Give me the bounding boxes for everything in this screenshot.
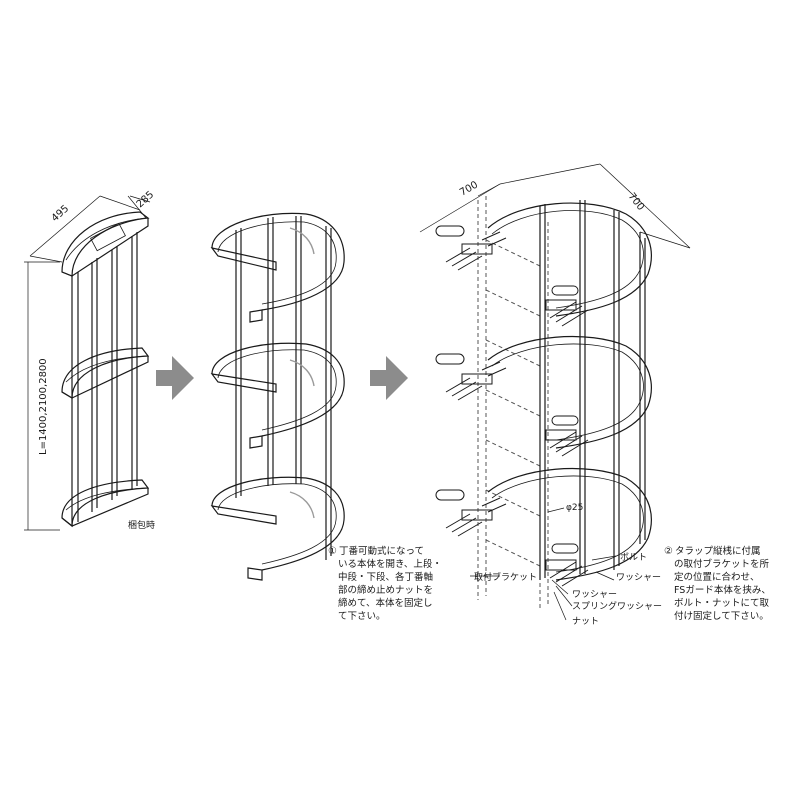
brackets-right [545,285,589,587]
step-arrow-2 [370,356,408,400]
step1-line-2: いる本体を開き、上段・ [338,559,442,570]
label-bolt: ボルト [620,552,647,563]
step1-line-6: て下さい。 [338,611,386,622]
dim-height: L=1400,2100,2800 [38,358,49,455]
label-nut: ナット [572,616,599,627]
step2-line-3: 定の位置に合わせ、 [674,572,760,583]
dimension-lines-packed [24,195,151,531]
step2-line-6: 付け固定して下さい。 [674,611,769,622]
figure-packed [61,211,150,528]
step2-line-1: タラップ縦桟に付属 [674,546,761,557]
ladder-stringers [477,196,549,610]
label-washer-right: ワッシャー [616,573,661,583]
step2-line-5: ボルト・ナットにて取 [674,598,770,609]
brackets-left [435,225,507,537]
step1-line-1: 丁番可動式になって [338,546,424,557]
dim-width-left: 700 [458,180,480,199]
label-bracket: 取付ブラケット [474,571,537,583]
label-pipe-dia: φ25 [566,503,583,513]
figure-installed [487,200,652,581]
step1-line-4: 部の締め止めナットを [338,585,434,596]
label-washer: ワッシャー [572,590,617,600]
dimension-lines-installed [419,163,691,249]
dim-width-small: 285 [135,189,157,210]
label-spring-washer: スプリングワッシャー [572,600,662,612]
dim-depth-small: 495 [50,203,72,224]
step1-number: ① [328,546,337,557]
step-arrow-1 [156,356,194,400]
figure-opened [210,212,345,581]
step1-line-5: 締めて、本体を固定し [338,598,433,609]
step2-line-4: FSガード本体を挟み、 [674,585,771,596]
step2-line-2: の取付ブラケットを所 [674,559,770,570]
step1-line-3: 中段・下段、各丁番軸 [338,572,434,583]
label-packed: 梱包時 [128,519,155,531]
dim-width-right: 700 [626,191,646,213]
part-leaders [470,507,617,621]
step2-number: ② [664,546,673,557]
swing-arcs [289,227,315,519]
